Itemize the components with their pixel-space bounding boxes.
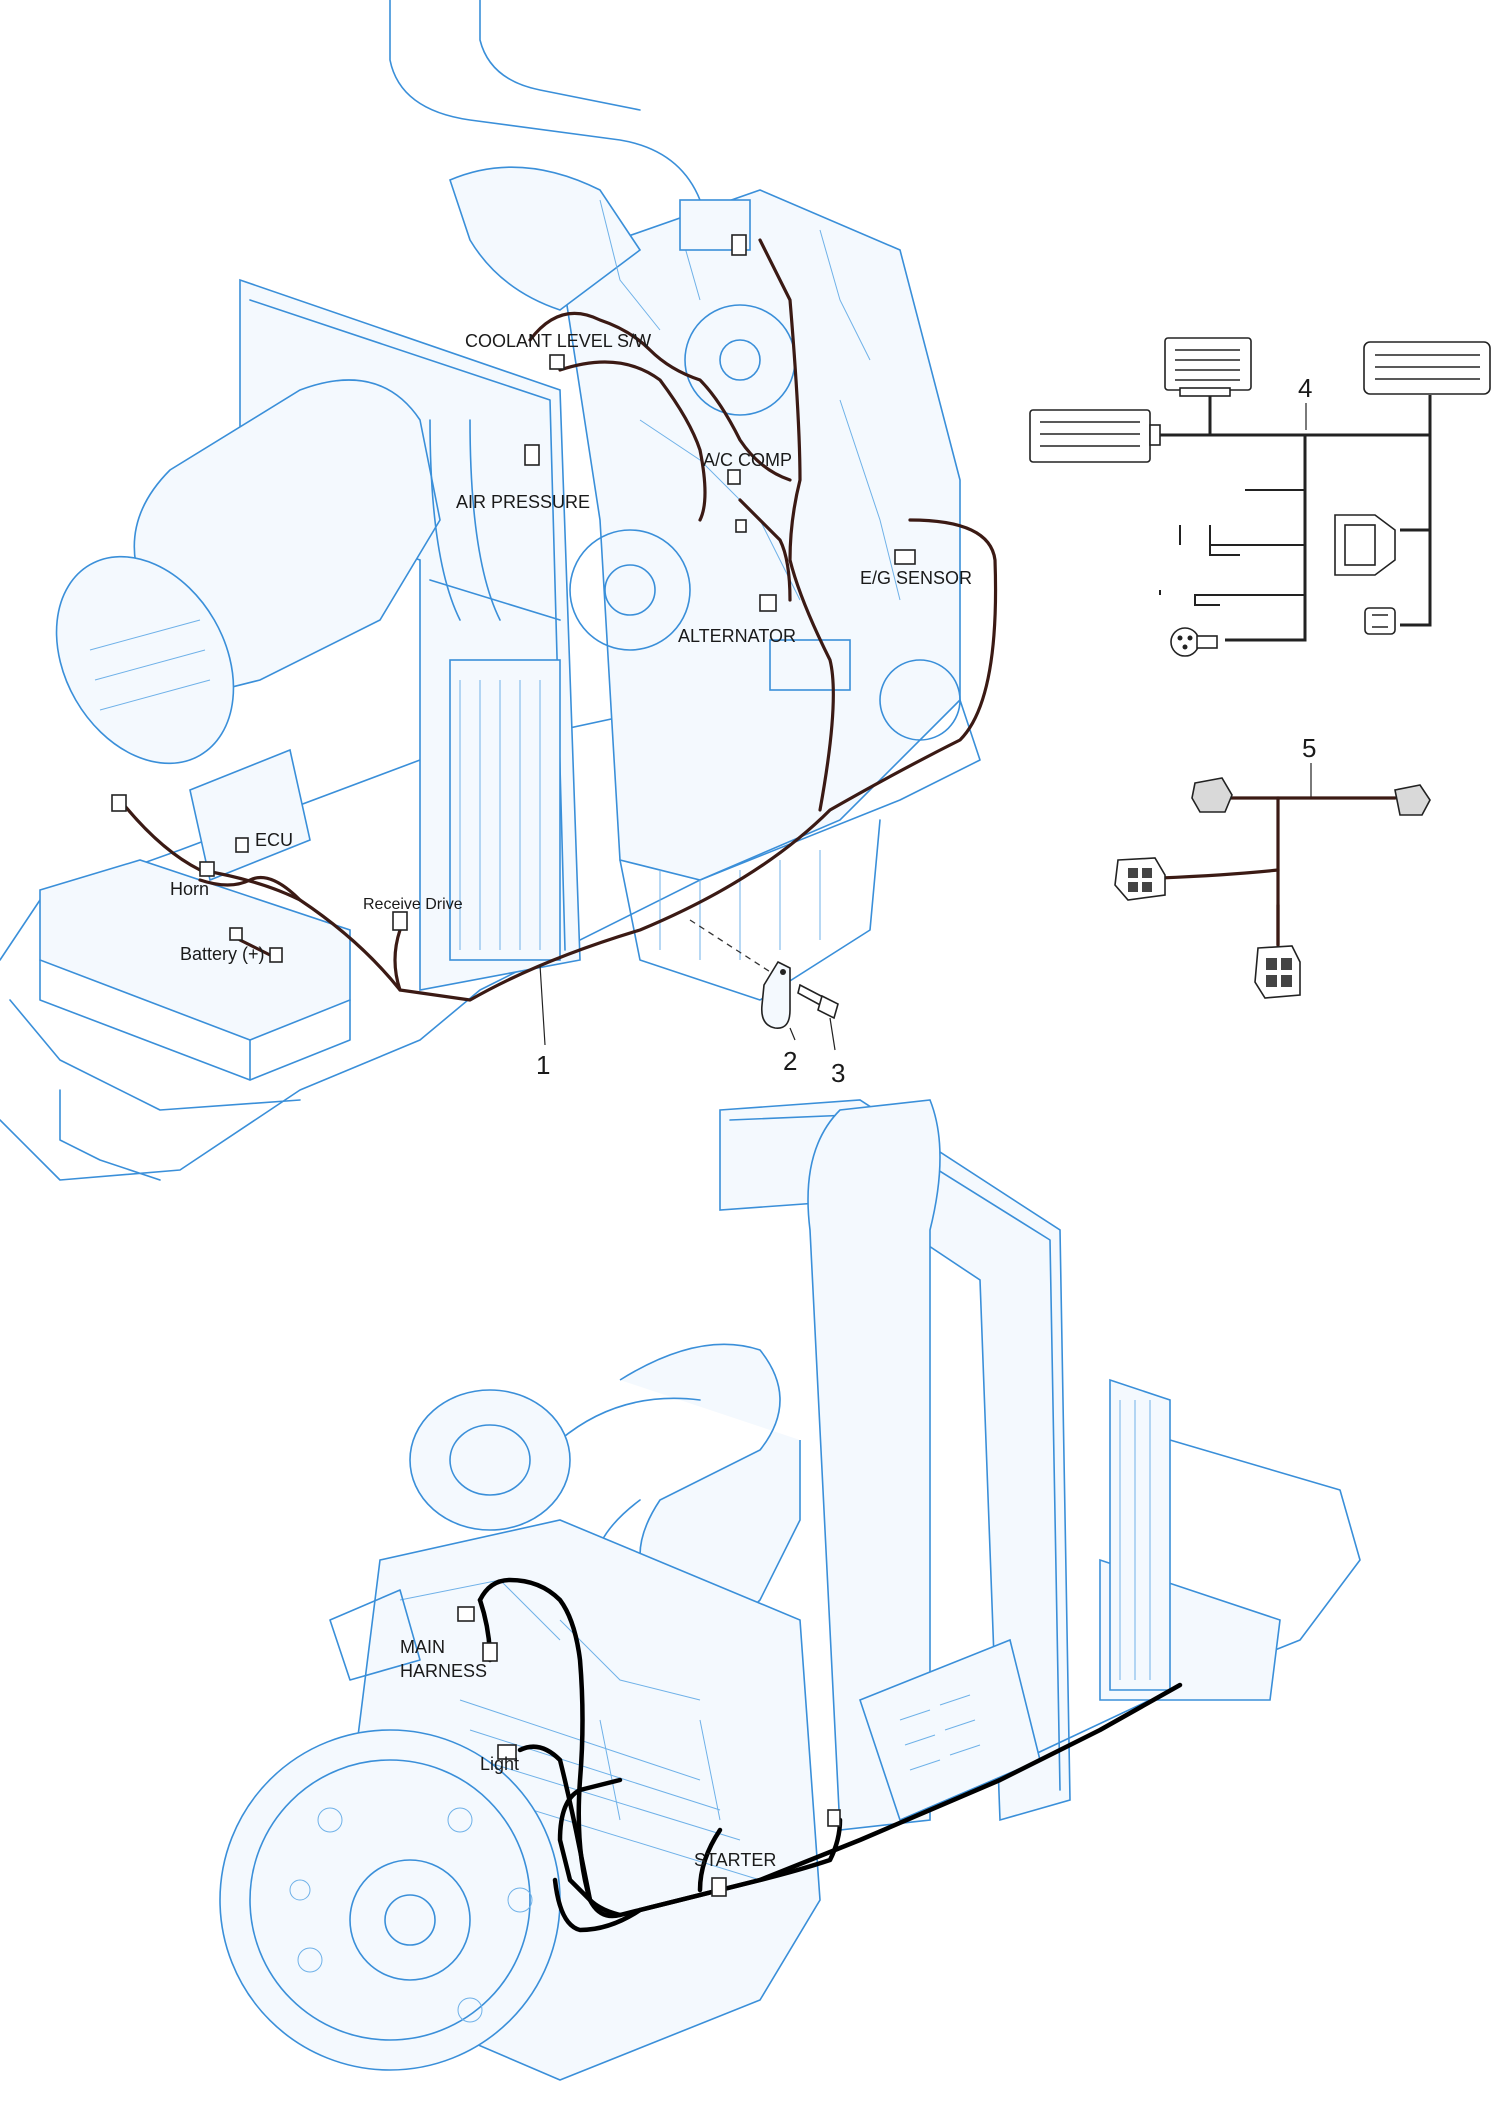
harness-detail-4: 4: [1029, 337, 1491, 657]
label-main-harness-2: HARNESS: [400, 1661, 487, 1681]
connector-icon: [229, 927, 243, 941]
connector-icon: [199, 861, 215, 877]
upper-labels: COOLANT LEVEL S/W A/C COMP AIR PRESSURE …: [170, 331, 972, 964]
label-horn: Horn: [170, 879, 209, 899]
callout-5: 5: [1302, 733, 1316, 763]
connector-icon: [269, 947, 283, 963]
label-receive-drive: Receive Drive: [363, 896, 463, 913]
label-ac-comp: A/C COMP: [703, 450, 792, 470]
connector-icon: [827, 1809, 841, 1827]
lower-connectors: [457, 1606, 841, 1897]
upper-connectors: [111, 234, 916, 963]
connector-icon: [482, 1642, 498, 1662]
connector-icon: [1334, 514, 1396, 576]
clamp-icon: [760, 960, 791, 1029]
label-eg-sensor: E/G SENSOR: [860, 568, 972, 588]
label-air-pressure: AIR PRESSURE: [456, 492, 590, 512]
bolt-icon: [797, 983, 839, 1020]
connector-icon: [711, 1877, 727, 1897]
connector-icon: [727, 469, 741, 485]
connector-icon: [235, 837, 249, 853]
upper-engine-drawing: [0, 0, 981, 1181]
connector-icon: [524, 444, 540, 466]
label-ecu: ECU: [255, 830, 293, 850]
connector-icon: [392, 911, 408, 931]
label-light: Light: [480, 1754, 519, 1774]
label-main-harness-1: MAIN: [400, 1637, 445, 1657]
connector-icon: [1170, 627, 1218, 657]
connector-icon: [1364, 607, 1396, 635]
connector-icon: [457, 1606, 475, 1622]
connector-icon: [894, 549, 916, 565]
connector-icon: [497, 1744, 517, 1760]
connector-icon: [1363, 341, 1491, 395]
callout-1: 1: [536, 1050, 550, 1080]
connector-icon: [1191, 777, 1233, 813]
connector-icon: [735, 519, 747, 533]
label-coolant-level-sw: COOLANT LEVEL S/W: [465, 331, 651, 351]
connector-icon: [549, 354, 565, 370]
callout-4: 4: [1298, 373, 1312, 403]
upper-harness-wires: [118, 238, 998, 1002]
lower-engine-drawing: [219, 1099, 1361, 2081]
connector-icon: [1114, 857, 1166, 901]
callout-2: 2: [783, 1046, 797, 1076]
callout-3: 3: [831, 1058, 845, 1088]
connector-icon: [1029, 409, 1161, 463]
label-starter: STARTER: [694, 1850, 776, 1870]
connector-icon: [111, 794, 127, 812]
connector-icon: [1394, 784, 1431, 816]
harness-detail-5: 5: [1114, 733, 1431, 999]
connector-icon: [731, 234, 747, 256]
connector-icon: [1164, 337, 1252, 397]
label-alternator: ALTERNATOR: [678, 626, 796, 646]
label-battery: Battery (+): [180, 944, 265, 964]
connector-icon: [1254, 945, 1301, 999]
clamp-and-bolt: [689, 919, 839, 1029]
connector-icon: [759, 594, 777, 612]
lower-labels: MAIN HARNESS Light STARTER: [400, 1637, 776, 1870]
